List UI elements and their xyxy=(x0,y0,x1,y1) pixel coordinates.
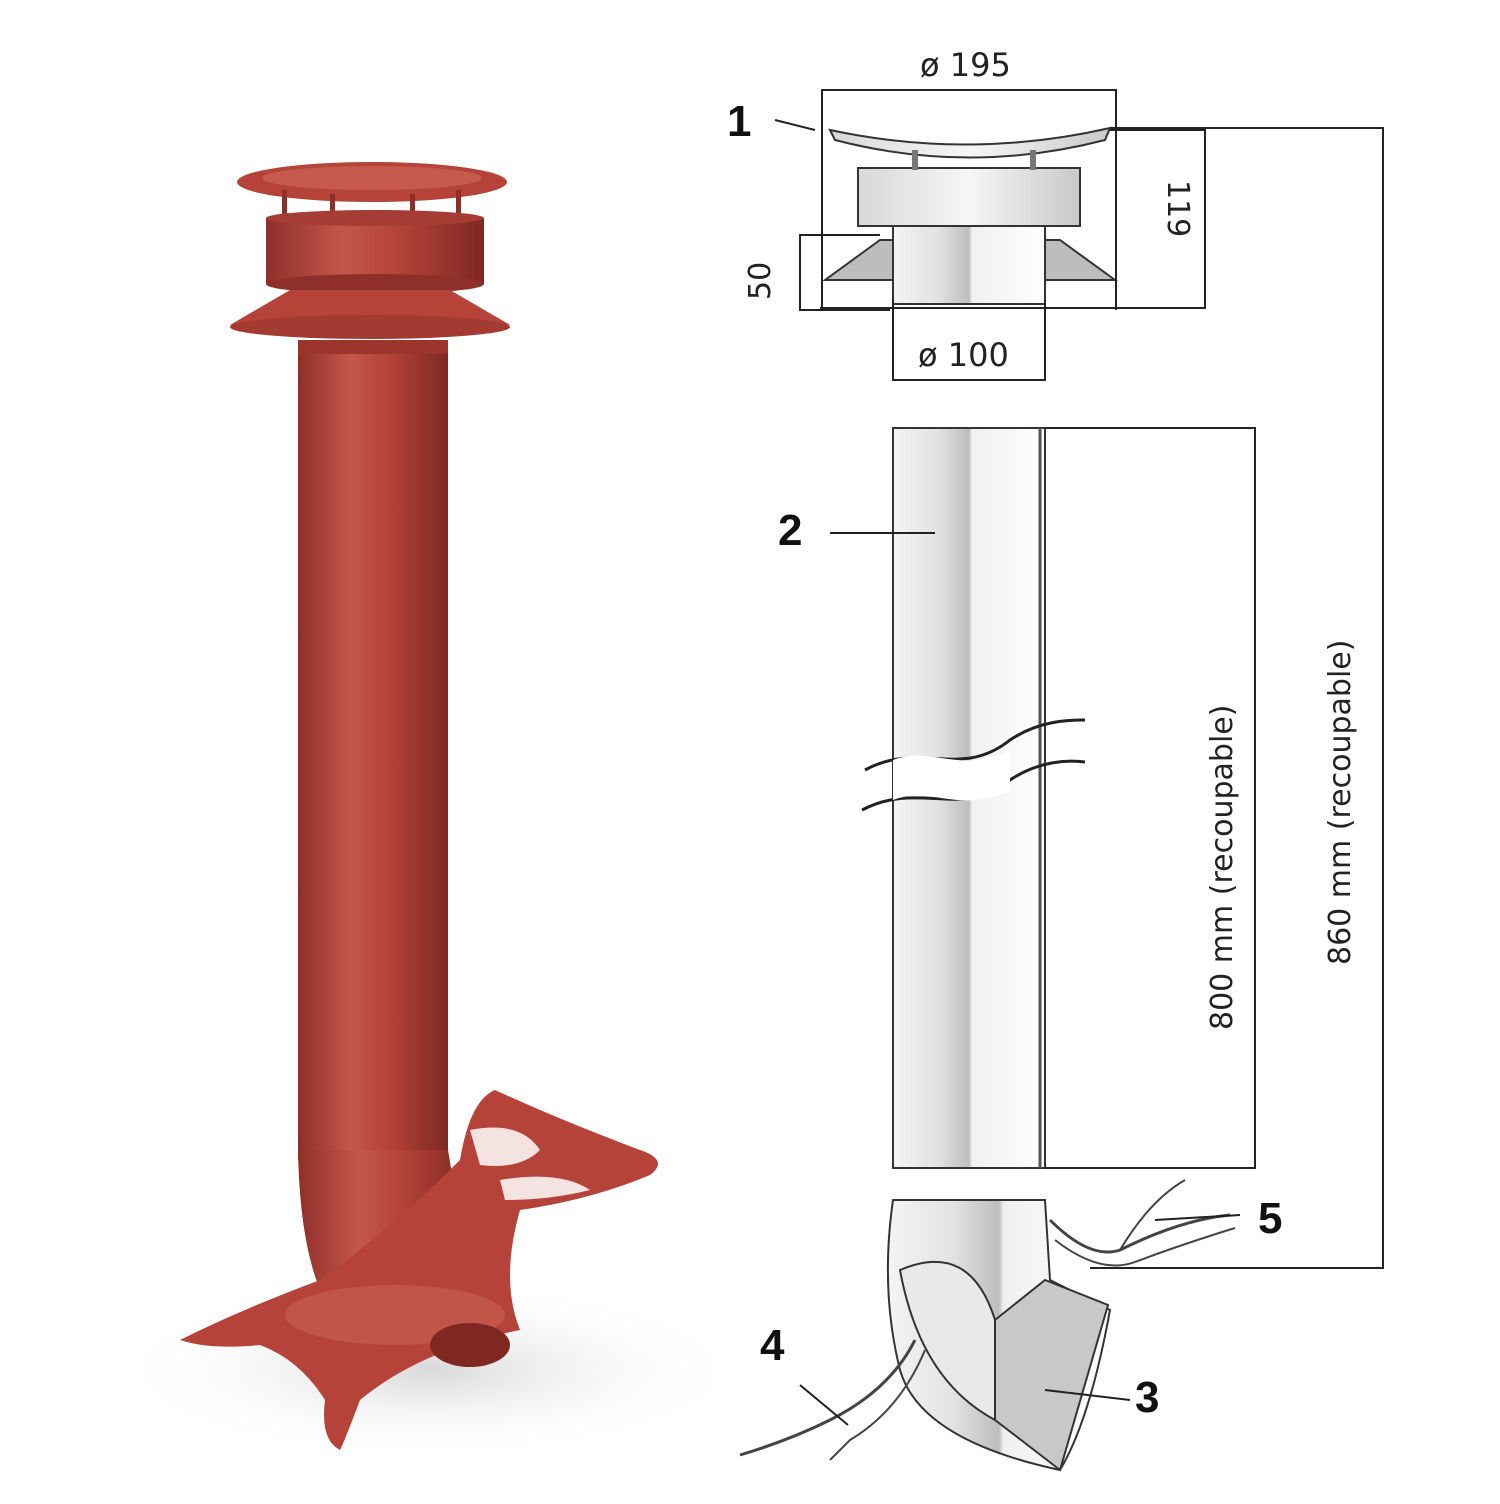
total-length-label: 860 mm (recoupable) xyxy=(1323,640,1358,965)
cap-component xyxy=(821,126,1119,305)
pipe-length-label: 800 mm (recoupable) xyxy=(1205,705,1240,1030)
main-pipe xyxy=(298,340,448,1160)
cap-height-label: 119 xyxy=(1160,180,1195,237)
collar-height-label: 50 xyxy=(743,262,778,300)
dim-total-length: 860 mm (recoupable) xyxy=(1090,127,1384,1269)
elbow-component xyxy=(739,1179,1236,1472)
red-vent-pipe xyxy=(110,162,750,1460)
dim-cap-height: 119 xyxy=(820,129,1206,309)
pipe-diameter-label: ø 100 xyxy=(918,336,1009,374)
dim-cap-diameter: ø 195 xyxy=(821,46,1117,310)
cap-diameter-label: ø 195 xyxy=(920,46,1011,84)
pipe-segment xyxy=(861,427,1086,1169)
callout-1: 1 xyxy=(727,97,751,146)
dim-pipe-diameter: ø 100 xyxy=(892,300,1046,381)
technical-drawing: ø 195 119 50 ø 100 800 mm xyxy=(727,46,1384,1472)
callout-2: 2 xyxy=(778,506,802,555)
dim-pipe-length: 800 mm (recoupable) xyxy=(1045,427,1256,1169)
hood-cylinder xyxy=(266,218,484,284)
callout-5: 5 xyxy=(1258,1194,1282,1243)
callout-4: 4 xyxy=(760,1321,785,1370)
dim-collar-height: 50 xyxy=(743,234,890,311)
callout-3: 3 xyxy=(1135,1373,1159,1422)
